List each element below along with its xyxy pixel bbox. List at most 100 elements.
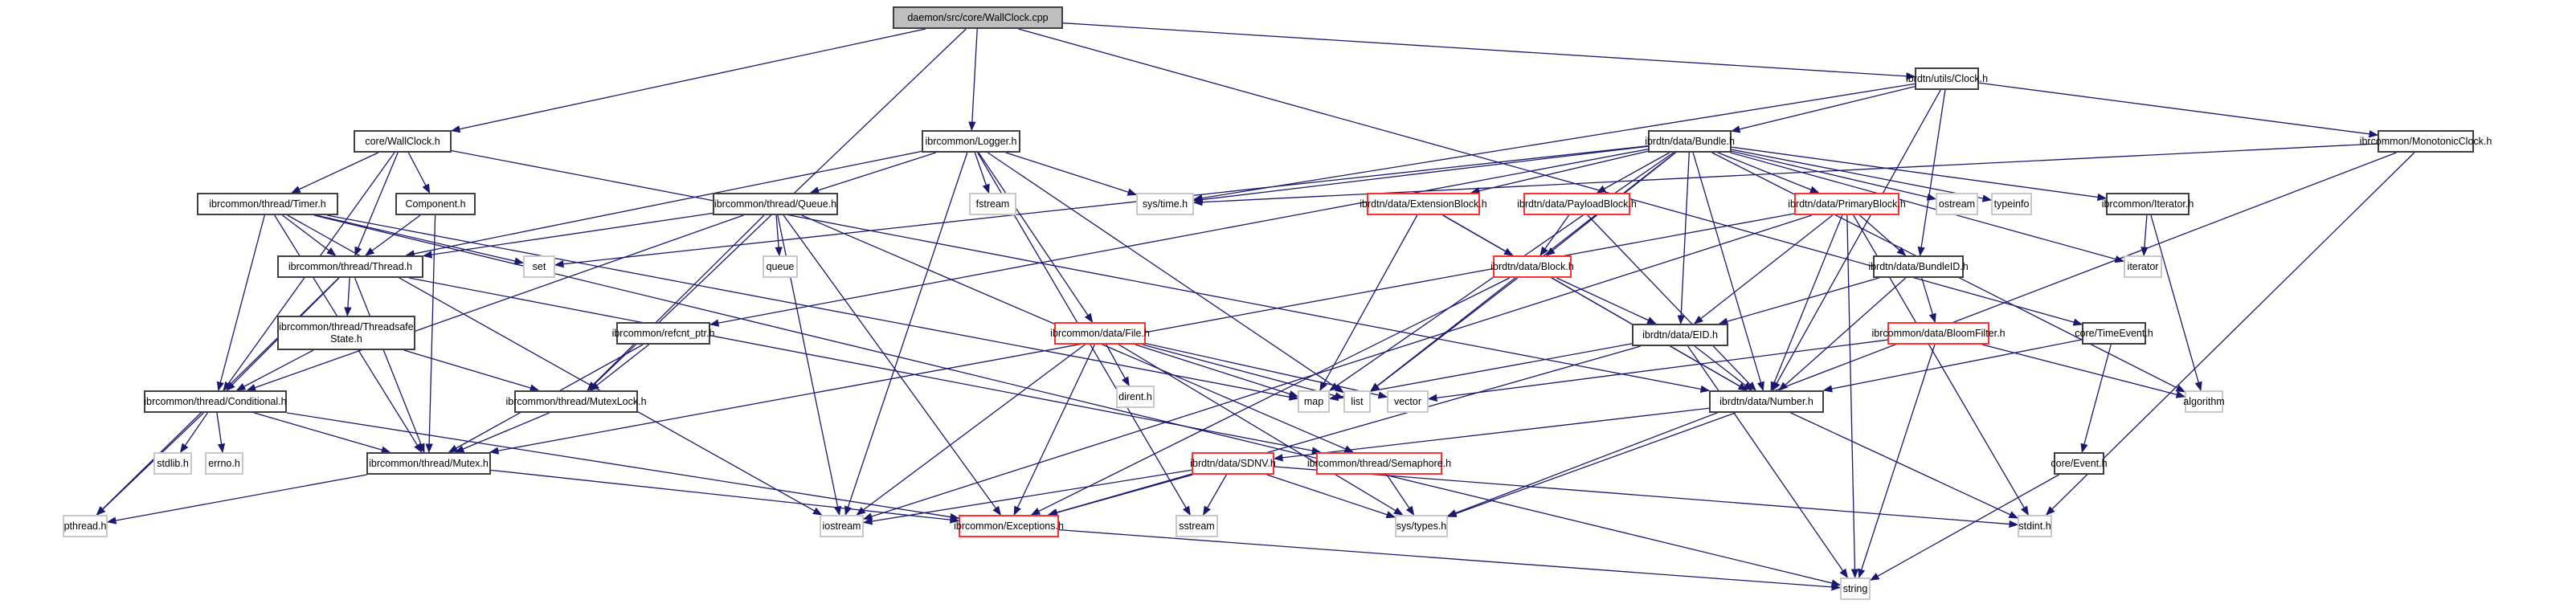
node-systypes[interactable]: sys/types.h xyxy=(1395,515,1448,537)
node-queue-h[interactable]: ibrcommon/thread/Queue.h xyxy=(713,193,838,215)
node-string[interactable]: string xyxy=(1840,577,1871,600)
edge-block-to-list xyxy=(1370,277,1519,392)
node-sdnv[interactable]: ibrdtn/data/SDNV.h xyxy=(1190,452,1276,475)
node-map[interactable]: map xyxy=(1298,390,1330,413)
edge-sdnv-to-stdint xyxy=(1274,466,2019,528)
edge-bundleid-to-eid xyxy=(1718,277,1879,325)
edge-number-to-stdint xyxy=(1790,412,2019,519)
node-primaryblock[interactable]: ibrdtn/data/PrimaryBlock.h xyxy=(1788,193,1906,215)
node-queue[interactable]: queue xyxy=(763,255,798,278)
node-eid[interactable]: ibrdtn/data/EID.h xyxy=(1632,324,1728,346)
node-ostream[interactable]: ostream xyxy=(1936,193,1978,215)
edge-wallclock-h-to-timer xyxy=(291,152,379,194)
edge-bundle-to-refcnt xyxy=(709,149,1649,327)
edge-file-to-vector xyxy=(1145,343,1388,399)
node-file[interactable]: ibrcommon/data/File.h xyxy=(1050,322,1150,345)
node-fstream[interactable]: fstream xyxy=(969,193,1016,215)
edge-file-to-iostream xyxy=(856,344,1086,516)
edge-exceptions-to-string xyxy=(1058,528,1842,591)
node-root[interactable]: daemon/src/core/WallClock.cpp xyxy=(893,6,1063,29)
edge-queue-h-to-conditional xyxy=(246,214,744,391)
node-iterator-h[interactable]: ibrcommon/Iterator.h xyxy=(2102,193,2194,215)
node-tsstate[interactable]: ibrcommon/thread/Threadsafe State.h xyxy=(277,316,415,350)
node-semaphore[interactable]: ibrcommon/thread/Semaphore.h xyxy=(1307,452,1451,475)
edge-bundle-to-iterator xyxy=(1730,152,2125,263)
node-stdint[interactable]: stdint.h xyxy=(2018,515,2052,537)
node-logger[interactable]: ibrcommon/Logger.h xyxy=(922,130,1020,153)
node-bloom[interactable]: ibrcommon/data/BloomFilter.h xyxy=(1871,322,2006,345)
edge-bloom-to-vector xyxy=(1427,339,1888,402)
edge-wallclock-h-to-thread xyxy=(354,152,399,257)
node-wallclock-h[interactable]: core/WallClock.h xyxy=(354,130,452,153)
node-dirent[interactable]: dirent.h xyxy=(1116,386,1155,408)
edge-sdnv-to-systypes xyxy=(1266,474,1396,519)
edge-logger-to-systime xyxy=(1005,152,1138,196)
node-bundle[interactable]: ibrdtn/data/Bundle.h xyxy=(1645,130,1735,153)
node-event[interactable]: core/Event.h xyxy=(2051,452,2108,475)
edge-queue-h-to-mutexlock xyxy=(587,214,765,391)
node-systime[interactable]: sys/time.h xyxy=(1136,193,1194,215)
node-sstream[interactable]: sstream xyxy=(1176,515,1218,537)
edge-bundle-to-ostream xyxy=(1731,150,1937,201)
node-component[interactable]: Component.h xyxy=(395,193,476,215)
edge-component-to-thread xyxy=(365,214,421,256)
edge-eid-to-exceptions xyxy=(1047,345,1642,516)
edge-logger-to-fstream xyxy=(974,152,990,194)
node-payloadblock[interactable]: ibrdtn/data/PayloadBlock.h xyxy=(1517,193,1637,215)
node-typeinfo[interactable]: typeinfo xyxy=(1991,193,2032,215)
node-pthread[interactable]: pthread.h xyxy=(63,515,108,537)
edge-logger-to-file xyxy=(978,152,1094,323)
edge-bundle-to-systime xyxy=(1192,145,1649,204)
node-bundleid[interactable]: ibrdtn/data/BundleID.h xyxy=(1868,255,1969,278)
node-stdlib[interactable]: stdlib.h xyxy=(153,452,192,475)
edge-file-to-exceptions xyxy=(1013,344,1095,516)
edge-component-to-mutex xyxy=(425,214,436,454)
edge-bundle-to-eid xyxy=(1677,152,1690,325)
edge-conditional-to-stdlib xyxy=(179,412,208,453)
node-errno[interactable]: errno.h xyxy=(205,452,243,475)
edge-timer-to-set xyxy=(316,214,525,265)
edge-primaryblock-to-eid xyxy=(1693,214,1834,324)
edge-bloom-to-string xyxy=(1858,344,1936,579)
node-block[interactable]: ibrdtn/data/Block.h xyxy=(1490,255,1574,278)
node-clock[interactable]: ibrdtn/utils/Clock.h xyxy=(1906,67,1988,90)
edge-clock-to-systime xyxy=(1192,83,1916,202)
edge-queue-h-to-iostream xyxy=(777,214,842,516)
edge-thread-to-mutex xyxy=(354,277,425,454)
edge-mutex-to-pthread xyxy=(106,474,367,524)
edge-sdnv-to-iostream xyxy=(862,469,1192,525)
node-iostream[interactable]: iostream xyxy=(820,515,864,537)
edge-clock-to-number xyxy=(1772,89,1941,392)
node-refcnt[interactable]: ibrcommon/refcnt_ptr.h xyxy=(612,322,714,345)
node-extblock[interactable]: ibrdtn/data/ExtensionBlock.h xyxy=(1360,193,1487,215)
edge-iterator-h-to-algorithm xyxy=(2150,214,2202,392)
edge-root-to-logger xyxy=(968,28,978,132)
edge-bundle-to-number xyxy=(1692,152,1764,392)
node-mutexlock[interactable]: ibrcommon/thread/MutexLock.h xyxy=(505,390,647,413)
node-exceptions[interactable]: ibrcommon/Exceptions.h xyxy=(954,515,1064,537)
node-mutex[interactable]: ibrcommon/thread/Mutex.h xyxy=(366,452,491,475)
node-monoclock[interactable]: ibrcommon/MonotonicClock.h xyxy=(2360,130,2492,153)
edge-event-to-string xyxy=(1869,474,2059,581)
node-thread[interactable]: ibrcommon/thread/Thread.h xyxy=(277,255,423,278)
edge-queue-h-to-thread xyxy=(422,212,714,259)
node-timer[interactable]: ibrcommon/thread/Timer.h xyxy=(197,193,338,215)
edge-file-to-dirent xyxy=(1106,344,1130,387)
edge-mutexlock-to-mutex xyxy=(454,412,550,453)
edge-wallclock-h-to-component xyxy=(407,152,431,194)
node-conditional[interactable]: ibrcommon/thread/Conditional.h xyxy=(144,390,287,413)
node-timeevent[interactable]: core/TimeEvent.h xyxy=(2075,322,2153,345)
edge-logger-to-thread xyxy=(405,150,922,258)
node-vector[interactable]: vector xyxy=(1387,390,1429,413)
node-number[interactable]: ibrdtn/data/Number.h xyxy=(1709,390,1824,413)
node-iterator[interactable]: iterator xyxy=(2124,255,2162,278)
edge-wallclock-h-to-number xyxy=(451,150,1711,393)
node-set[interactable]: set xyxy=(523,255,555,278)
edge-semaphore-to-systypes xyxy=(1386,474,1415,516)
edge-thread-to-tsstate xyxy=(344,277,352,317)
node-algorithm[interactable]: algorithm xyxy=(2183,390,2225,413)
edge-bloom-to-algorithm xyxy=(1981,344,2186,398)
node-list[interactable]: list xyxy=(1343,390,1371,413)
edge-primaryblock-to-iostream xyxy=(862,214,1813,520)
